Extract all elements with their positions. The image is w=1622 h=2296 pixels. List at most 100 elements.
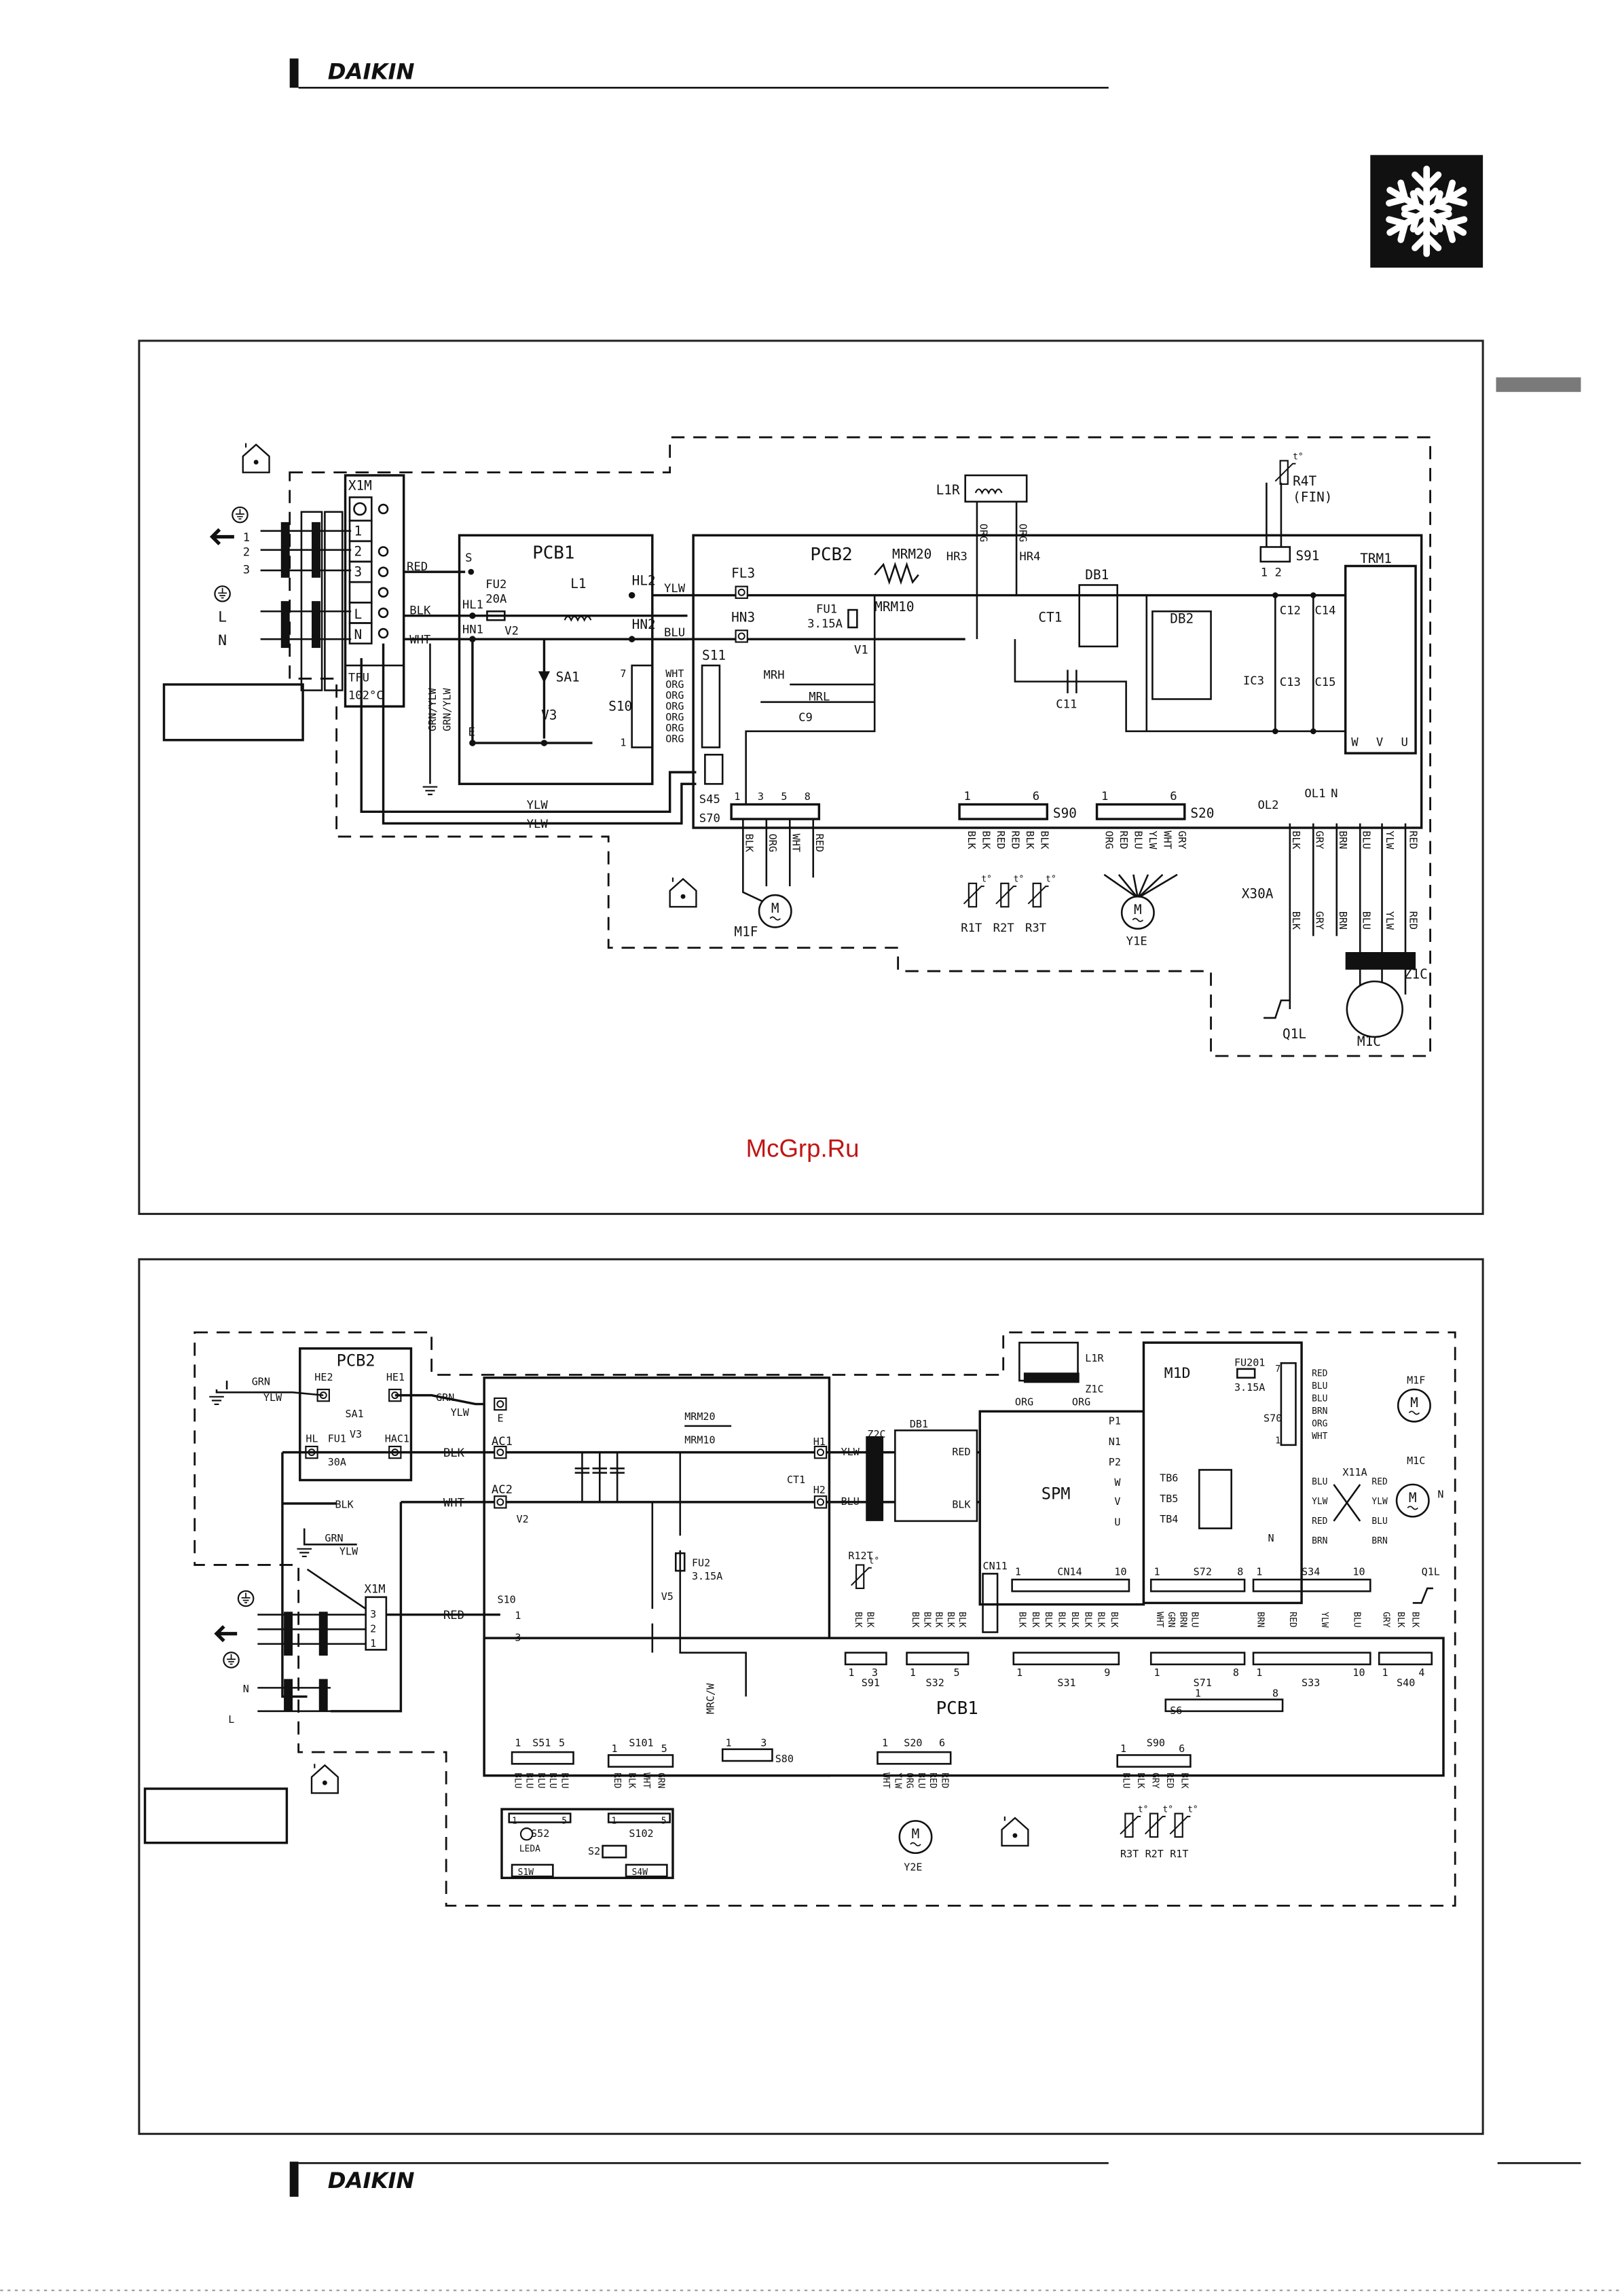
d1-s10-1: 1: [620, 736, 626, 748]
wire-color-label: BLK: [1410, 1611, 1420, 1628]
wire-color-label: BLK: [980, 831, 993, 850]
connector-pin-number: 9: [1104, 1666, 1110, 1679]
connector-pin-number: 1: [1382, 1666, 1388, 1679]
d2-cn11-block: [982, 1573, 999, 1633]
d1-fu1-val: 3.15A: [807, 617, 843, 631]
d1-ct1-wire: [1014, 639, 1346, 733]
wire-color-label: ORG: [904, 1772, 915, 1788]
d2-earth-icon: [237, 1590, 255, 1607]
d1-n: N: [1331, 787, 1338, 801]
d1-s10-block: [631, 664, 654, 748]
fuse-icon: [1236, 1368, 1256, 1379]
wire-color-label: WHT: [641, 1772, 651, 1789]
d1-m1c-motor: [1346, 980, 1403, 1038]
d2-s70-block: [1280, 1362, 1297, 1446]
wire-color-label: GRN: [1166, 1611, 1176, 1627]
d2-sa1: SA1: [346, 1408, 364, 1420]
d2-s51-block: [511, 1751, 574, 1765]
wire-color-label: RED: [1010, 831, 1022, 849]
motor-icon: [898, 1820, 933, 1855]
d2-e: E: [498, 1412, 504, 1424]
d1-s20-1: 1: [1101, 790, 1108, 803]
d1-legend-box: [162, 683, 304, 742]
wire-color-label: RED: [995, 831, 1007, 849]
d1-s20: S20: [1190, 805, 1214, 821]
d2-s90-block: [1116, 1754, 1192, 1768]
d1-l1r: L1R: [936, 482, 960, 498]
wire-color-label: BRN: [1371, 1536, 1387, 1546]
wire-color-label: BLU: [547, 1772, 557, 1788]
d1-x30a-leads: [1289, 823, 1407, 1010]
d2-fu201: FU201: [1234, 1357, 1265, 1369]
d2-s10-1: 1: [515, 1609, 521, 1622]
wire-color-label: RED: [939, 1772, 949, 1788]
wire-color-label: YLW: [1319, 1611, 1329, 1628]
d2-red: RED: [443, 1609, 464, 1622]
d2-wht: WHT: [443, 1496, 464, 1510]
d2-s31: S31: [1057, 1677, 1075, 1689]
d2-s20: S20: [904, 1737, 922, 1749]
terminal-connector-icon: [813, 1495, 828, 1509]
section-tab-marker: [1496, 377, 1581, 393]
wire-color-label: GRY: [1149, 1772, 1160, 1789]
wire-color-label: RED: [1164, 1772, 1175, 1788]
d2-s34-block: [1252, 1578, 1371, 1592]
d1-w: W: [1351, 735, 1359, 749]
d2-fu2-symbol: [674, 1552, 686, 1572]
d2-s1w: S1W: [518, 1867, 534, 1878]
d1-blu: BLU: [664, 626, 685, 640]
terminal-connector-icon: [494, 1445, 507, 1459]
d1-m1f-leads: [742, 819, 815, 905]
d1-field-wires: [260, 530, 352, 640]
d2-s101-5: 5: [661, 1743, 667, 1755]
d1-mrh: MRH: [764, 668, 785, 682]
wire-color-label: BLK: [934, 1611, 944, 1628]
d2-v3: V3: [350, 1428, 362, 1440]
wire-color-label: BLK: [1016, 1611, 1027, 1628]
d2-tb6: TB6: [1160, 1472, 1178, 1484]
d2-m1d-label: M1D: [1164, 1365, 1191, 1382]
d1-pcb2-label: PCB2: [810, 545, 852, 565]
d1-x1m-terminals: [348, 496, 389, 644]
d2-s51: S51: [532, 1737, 551, 1749]
d2-s51-5: 5: [559, 1737, 565, 1749]
d2-legend-box: [143, 1787, 289, 1844]
d1-l1r-leads: [976, 501, 1018, 640]
terminal-connector-icon: [735, 630, 748, 643]
diagram-1-frame: [138, 340, 1484, 1216]
d2-cn14-1: 1: [1015, 1566, 1021, 1578]
d1-db2-box: [1151, 610, 1212, 700]
motor-icon: [758, 894, 792, 928]
wire-color-label: WHT: [790, 834, 803, 852]
d1-field-boundary: [289, 436, 1431, 1057]
d2-mrm20: MRM20: [684, 1410, 715, 1423]
wire-color-label: ORG: [665, 711, 684, 723]
d2-s70-1: 1: [1275, 1436, 1280, 1446]
d2-org2: ORG: [1072, 1396, 1090, 1408]
d2-s90-1: 1: [1120, 1743, 1126, 1755]
d2-s4w: S4W: [632, 1867, 648, 1878]
d2-r12t: R12T: [848, 1550, 872, 1562]
d2-blk3: BLK: [952, 1498, 971, 1510]
wire-color-label: BLK: [1096, 1611, 1106, 1628]
d2-s10: S10: [498, 1593, 516, 1605]
d2-lower-connectors: [844, 1652, 1433, 1666]
d2-spm: [978, 1410, 1145, 1606]
wire-color-label: RED: [1312, 1516, 1327, 1527]
d2-v2: V2: [517, 1513, 529, 1525]
d1-ic3: IC3: [1243, 674, 1264, 688]
d2-pcb2-label: PCB2: [337, 1351, 375, 1370]
d2-led-board: [500, 1808, 674, 1880]
d1-db2: DB2: [1170, 611, 1194, 626]
d2-r3t: R3T: [1120, 1848, 1139, 1860]
d2-s70-7: 7: [1275, 1364, 1280, 1374]
wire-color-label: BLK: [965, 831, 978, 850]
d2-red2: RED: [952, 1446, 970, 1458]
d2-s80-block: [721, 1748, 773, 1762]
fuse-icon: [486, 610, 506, 621]
